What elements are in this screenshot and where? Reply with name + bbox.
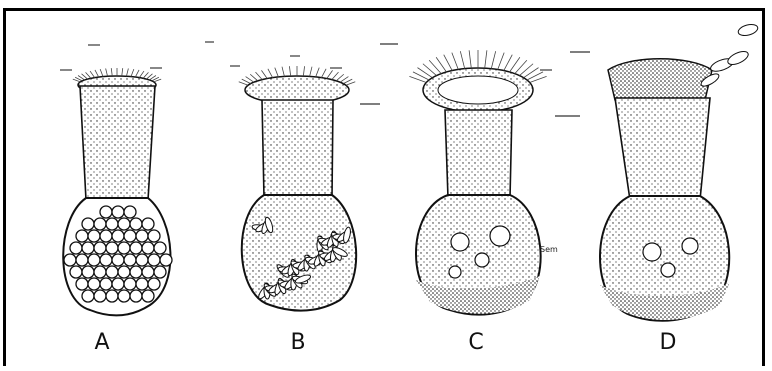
emerging-larvae bbox=[699, 23, 759, 89]
panel-label-b: B bbox=[283, 330, 313, 355]
panel-label-a: A bbox=[87, 330, 117, 355]
annotation-label: Sem bbox=[540, 245, 558, 254]
panel-label-d: D bbox=[653, 330, 683, 355]
organism-d bbox=[600, 23, 759, 321]
organism-b bbox=[239, 66, 356, 311]
organism-a bbox=[63, 68, 172, 315]
organism-c: Sem bbox=[409, 50, 558, 315]
panel-label-c: C bbox=[461, 330, 491, 355]
